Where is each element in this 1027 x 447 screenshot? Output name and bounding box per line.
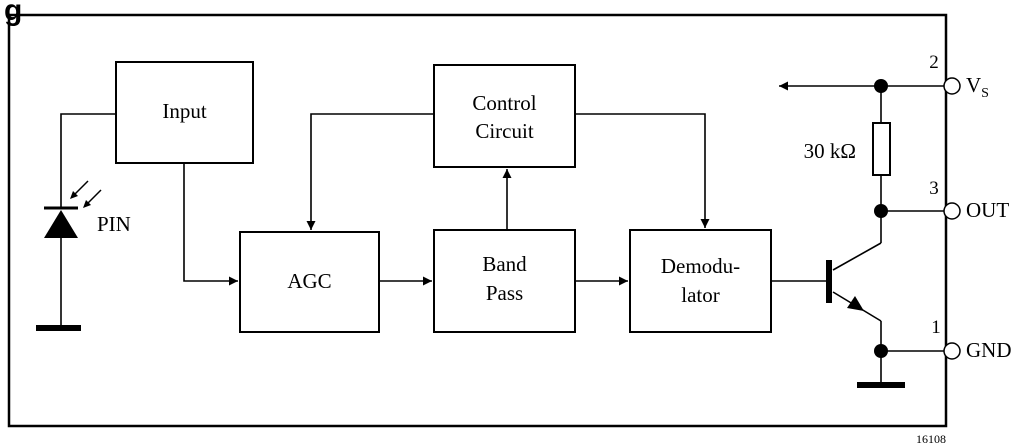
demodulator-label-line1: Demodu- [661,254,740,278]
output-transistor [771,242,882,385]
pin-photodiode [36,113,116,331]
band-pass-label-line2: Pass [486,281,523,305]
pin-name-vs: VS [966,73,989,101]
ic-outline [7,13,948,428]
input-to-agc-wire [183,163,238,286]
control-circuit-label-line2: Circuit [475,119,533,143]
pin-diode-label: PIN [97,212,131,236]
control-circuit-label-line1: Control [472,91,536,115]
band-pass-block: Band Pass [433,229,576,333]
heading-fragment: g [4,0,22,27]
pin-number-gnd: 1 [931,317,941,338]
demodulator-block: Demodu- lator [629,229,772,333]
pin-gnd: 1 GND [931,317,1011,362]
input-block-label: Input [162,99,206,123]
pin-out: 3 OUT [929,178,1009,222]
demodulator-label-line2: lator [681,283,719,307]
input-block: Input [115,61,254,164]
resistor-label: 30 kΩ [804,139,856,163]
agc-block-label: AGC [287,269,331,293]
pin-number-vs: 2 [929,52,939,73]
band-pass-label-line1: Band [482,252,527,276]
pullup-resistor [872,122,891,176]
control-circuit-block: Control Circuit [433,64,576,168]
pin-vs: 2 VS [929,52,989,101]
pin-number-out: 3 [929,178,939,199]
agc-block: AGC [239,231,380,333]
control-to-agc-wire [306,113,434,230]
figure-reference: 16108 [916,432,946,446]
control-to-demod-wire [575,113,710,228]
pin-name-out: OUT [966,198,1009,222]
pin-name-gnd: GND [966,338,1012,362]
